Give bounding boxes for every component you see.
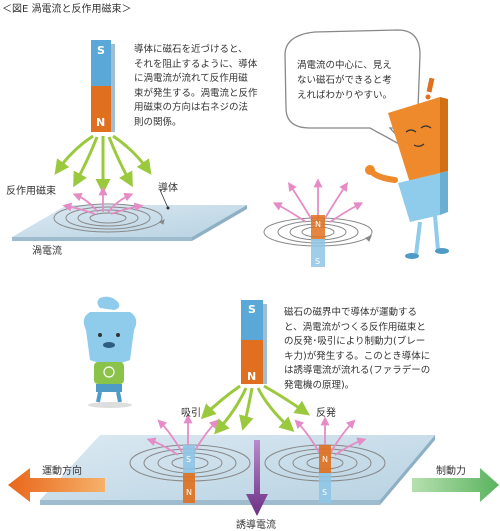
panel3-field-arrows [200, 384, 310, 435]
panel1-group [12, 40, 247, 241]
spring-character [83, 296, 137, 408]
label-repel: 反発 [316, 408, 336, 419]
speech-text: 渦電流の中心に、見え ない磁石ができると考 えればわかりやすい。 [297, 60, 393, 101]
conductor-plate [12, 205, 247, 237]
label-induced-current: 誘導電流 [236, 520, 276, 531]
panel1-magnet-n-label: N [96, 116, 106, 129]
eddy-current-loops [53, 203, 165, 233]
panel2-magnet-s: S [315, 257, 321, 266]
panel2-flux-arrows [272, 178, 364, 223]
figure-title: ＜図E 渦電流と反作用磁束＞ [2, 4, 132, 15]
induced-current-arrow [246, 440, 268, 516]
panel1-magnet [91, 40, 115, 132]
panel3-magnet [241, 300, 267, 384]
motion-direction-arrow [8, 468, 105, 502]
magnet-character [365, 77, 449, 259]
left-virtual-magnet [183, 445, 195, 503]
panel3-magnet-n-label: N [247, 370, 257, 383]
label-eddy-current: 渦電流 [32, 246, 62, 257]
label-motion-direction: 運動方向 [42, 466, 82, 477]
right-pole-n: N [322, 455, 328, 464]
right-pole-s: S [322, 488, 328, 497]
panel2-magnet-n: N [315, 220, 321, 229]
panel3-description: 磁石の磁界中で導体が運動する と、渦電流がつくる反作用磁束と の反発･吸引により… [284, 307, 431, 391]
panel3-magnet-s-label: S [248, 303, 256, 316]
right-virtual-magnet [319, 445, 331, 503]
attract-flux-arrows [146, 414, 219, 456]
label-conductor: 導体 [158, 183, 178, 194]
panel3-conductor-plate [40, 435, 435, 500]
left-pole-n: N [186, 488, 192, 497]
panel3-group [8, 296, 499, 516]
label-reaction-flux: 反作用磁束 [6, 186, 56, 197]
label-braking-force: 制動力 [436, 466, 466, 477]
label-attract: 吸引 [181, 408, 201, 419]
reaction-flux-arrows [62, 186, 144, 215]
panel2-group [263, 29, 449, 267]
braking-force-arrow [412, 468, 499, 502]
panel2-virtual-magnet [311, 215, 325, 267]
panel1-magnet-s-label: S [97, 44, 105, 57]
panel1-description: 導体に磁石を近づけると、 それを阻止するように、導体 に渦電流が流れて反作用磁 … [134, 44, 258, 128]
left-pole-s: S [186, 455, 192, 464]
magnet-field-arrows [54, 134, 152, 194]
